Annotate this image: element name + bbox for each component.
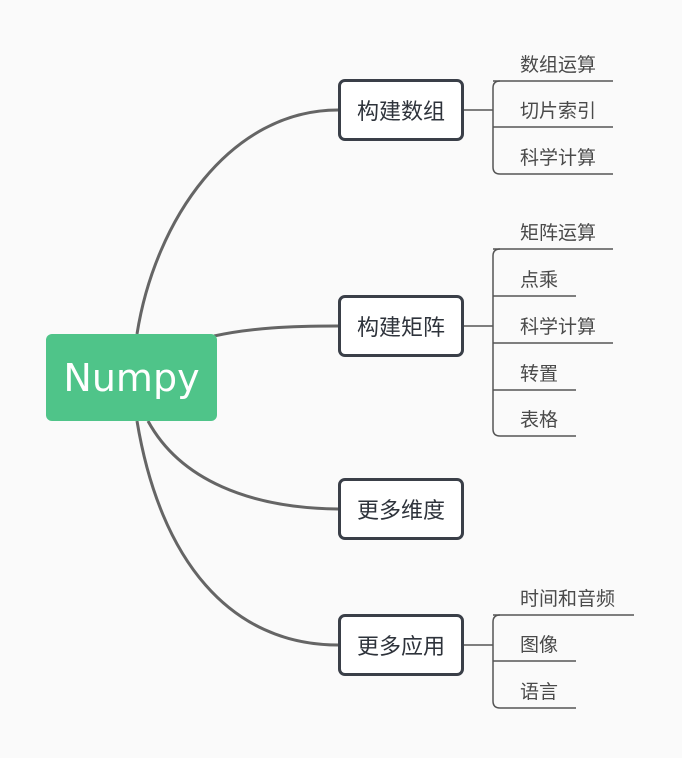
leaf-bracket-branch-1 xyxy=(464,80,613,175)
connector-root-branch-2 xyxy=(213,324,339,338)
leaf-node[interactable]: 表格 xyxy=(520,409,559,431)
leaf-node[interactable]: 转置 xyxy=(520,363,559,385)
branch-node-build-array[interactable]: 构建数组 xyxy=(338,79,464,141)
connector-root-branch-1 xyxy=(135,108,339,335)
branch-node-more-applications[interactable]: 更多应用 xyxy=(338,614,464,676)
connector-root-branch-3 xyxy=(146,420,339,511)
leaf-bracket-branch-2 xyxy=(464,248,613,437)
branch-node-more-dimensions[interactable]: 更多维度 xyxy=(338,478,464,540)
leaf-bracket-branch-4 xyxy=(464,614,634,709)
leaf-node[interactable]: 图像 xyxy=(520,634,559,656)
leaf-node[interactable]: 科学计算 xyxy=(520,147,597,169)
branch-node-build-matrix[interactable]: 构建矩阵 xyxy=(338,295,464,357)
leaf-node[interactable]: 切片索引 xyxy=(520,100,597,122)
leaf-node[interactable]: 时间和音频 xyxy=(520,588,616,610)
leaf-node[interactable]: 语言 xyxy=(520,681,559,703)
leaf-node[interactable]: 数组运算 xyxy=(520,54,597,76)
leaf-node[interactable]: 矩阵运算 xyxy=(520,222,597,244)
leaf-node[interactable]: 科学计算 xyxy=(520,316,597,338)
connector-root-branch-4 xyxy=(135,420,339,647)
root-node[interactable]: Numpy xyxy=(46,334,217,421)
leaf-node[interactable]: 点乘 xyxy=(520,269,559,291)
